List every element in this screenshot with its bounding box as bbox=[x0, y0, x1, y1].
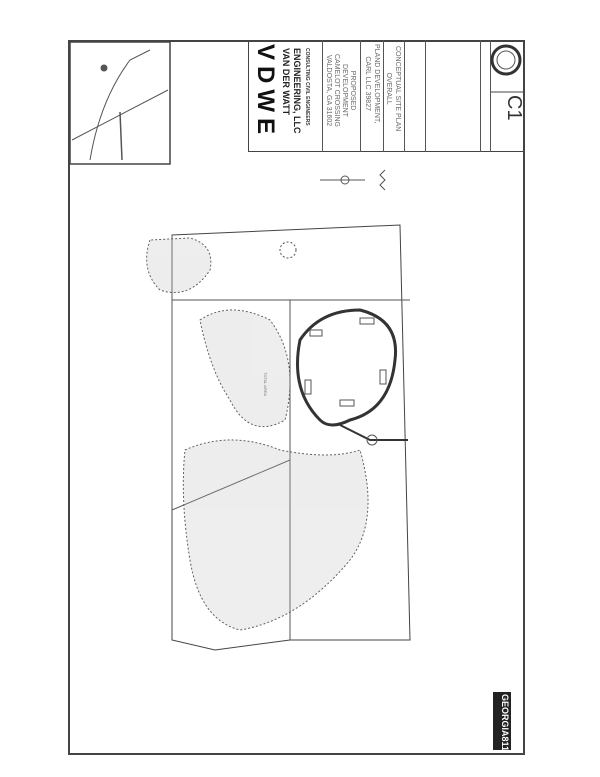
title-block-divider bbox=[480, 40, 481, 152]
georgia811-logo bbox=[493, 692, 511, 750]
wetland-fill bbox=[183, 440, 368, 630]
entrance-road bbox=[339, 424, 408, 441]
title-block bbox=[248, 40, 525, 152]
vicinity-map-site-marker bbox=[100, 64, 108, 72]
title-block-divider bbox=[425, 40, 426, 152]
title-block-divider bbox=[322, 40, 323, 152]
title-block-divider bbox=[490, 40, 491, 152]
pond-fill bbox=[146, 238, 211, 293]
title-block-divider bbox=[404, 40, 405, 152]
building bbox=[304, 379, 312, 395]
georgia811-logo-text: GEORGIA811 bbox=[500, 694, 510, 752]
vicinity-map-road bbox=[119, 111, 123, 161]
sheet-number: C1 bbox=[503, 95, 525, 121]
engineer-seal-inner-ring bbox=[496, 50, 516, 70]
vicinity-map-frame bbox=[69, 41, 171, 165]
building bbox=[379, 369, 387, 385]
pond-small bbox=[279, 241, 297, 259]
engineer-seal-outer-ring bbox=[490, 44, 522, 76]
wetland-fill bbox=[200, 310, 290, 427]
title-block-divider bbox=[360, 40, 361, 152]
wetland-area-south bbox=[182, 439, 369, 631]
lot-line bbox=[171, 235, 291, 511]
building bbox=[309, 329, 323, 337]
title-block-divider bbox=[383, 40, 384, 152]
wetland-area bbox=[199, 309, 291, 428]
building bbox=[339, 399, 355, 407]
pond-north bbox=[146, 237, 212, 293]
entrance-roundabout bbox=[366, 434, 378, 446]
ring-road bbox=[296, 308, 398, 427]
vicinity-map-road bbox=[89, 49, 151, 161]
north-arrow-icon bbox=[320, 169, 386, 191]
drawing-border bbox=[68, 40, 525, 755]
building bbox=[359, 317, 375, 325]
